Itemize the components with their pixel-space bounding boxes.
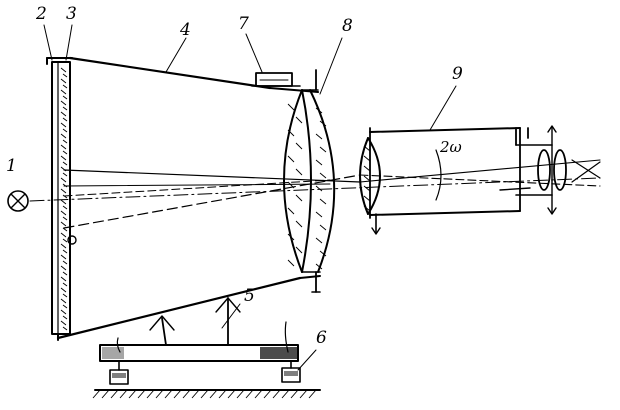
leader-lines — [43, 24, 457, 371]
label-field-angle: 2ω — [440, 138, 462, 156]
base-plate — [99, 321, 299, 362]
label-1-light-source: 1 — [6, 156, 17, 176]
label-9-telescope: 9 — [452, 64, 463, 84]
ground-line — [92, 389, 321, 399]
leveling-feet — [109, 360, 301, 385]
level-clamp — [251, 72, 301, 87]
label-8-objective: 8 — [342, 16, 353, 36]
label-4-tube: 4 — [180, 20, 191, 40]
label-6-foot: 6 — [316, 328, 327, 348]
label-3-target: 3 — [66, 4, 77, 24]
ray-bundle — [63, 169, 361, 229]
field-angle-arc — [435, 149, 442, 201]
collimator-tube — [56, 56, 321, 341]
telescope-rays — [359, 159, 601, 187]
label-7-level: 7 — [238, 14, 249, 34]
label-5-support: 5 — [244, 286, 255, 306]
support-stand — [149, 297, 241, 346]
test-target-plate — [46, 57, 77, 335]
telescope — [359, 125, 601, 235]
light-source-lamp — [7, 190, 29, 212]
label-2-plate: 2 — [36, 4, 47, 24]
